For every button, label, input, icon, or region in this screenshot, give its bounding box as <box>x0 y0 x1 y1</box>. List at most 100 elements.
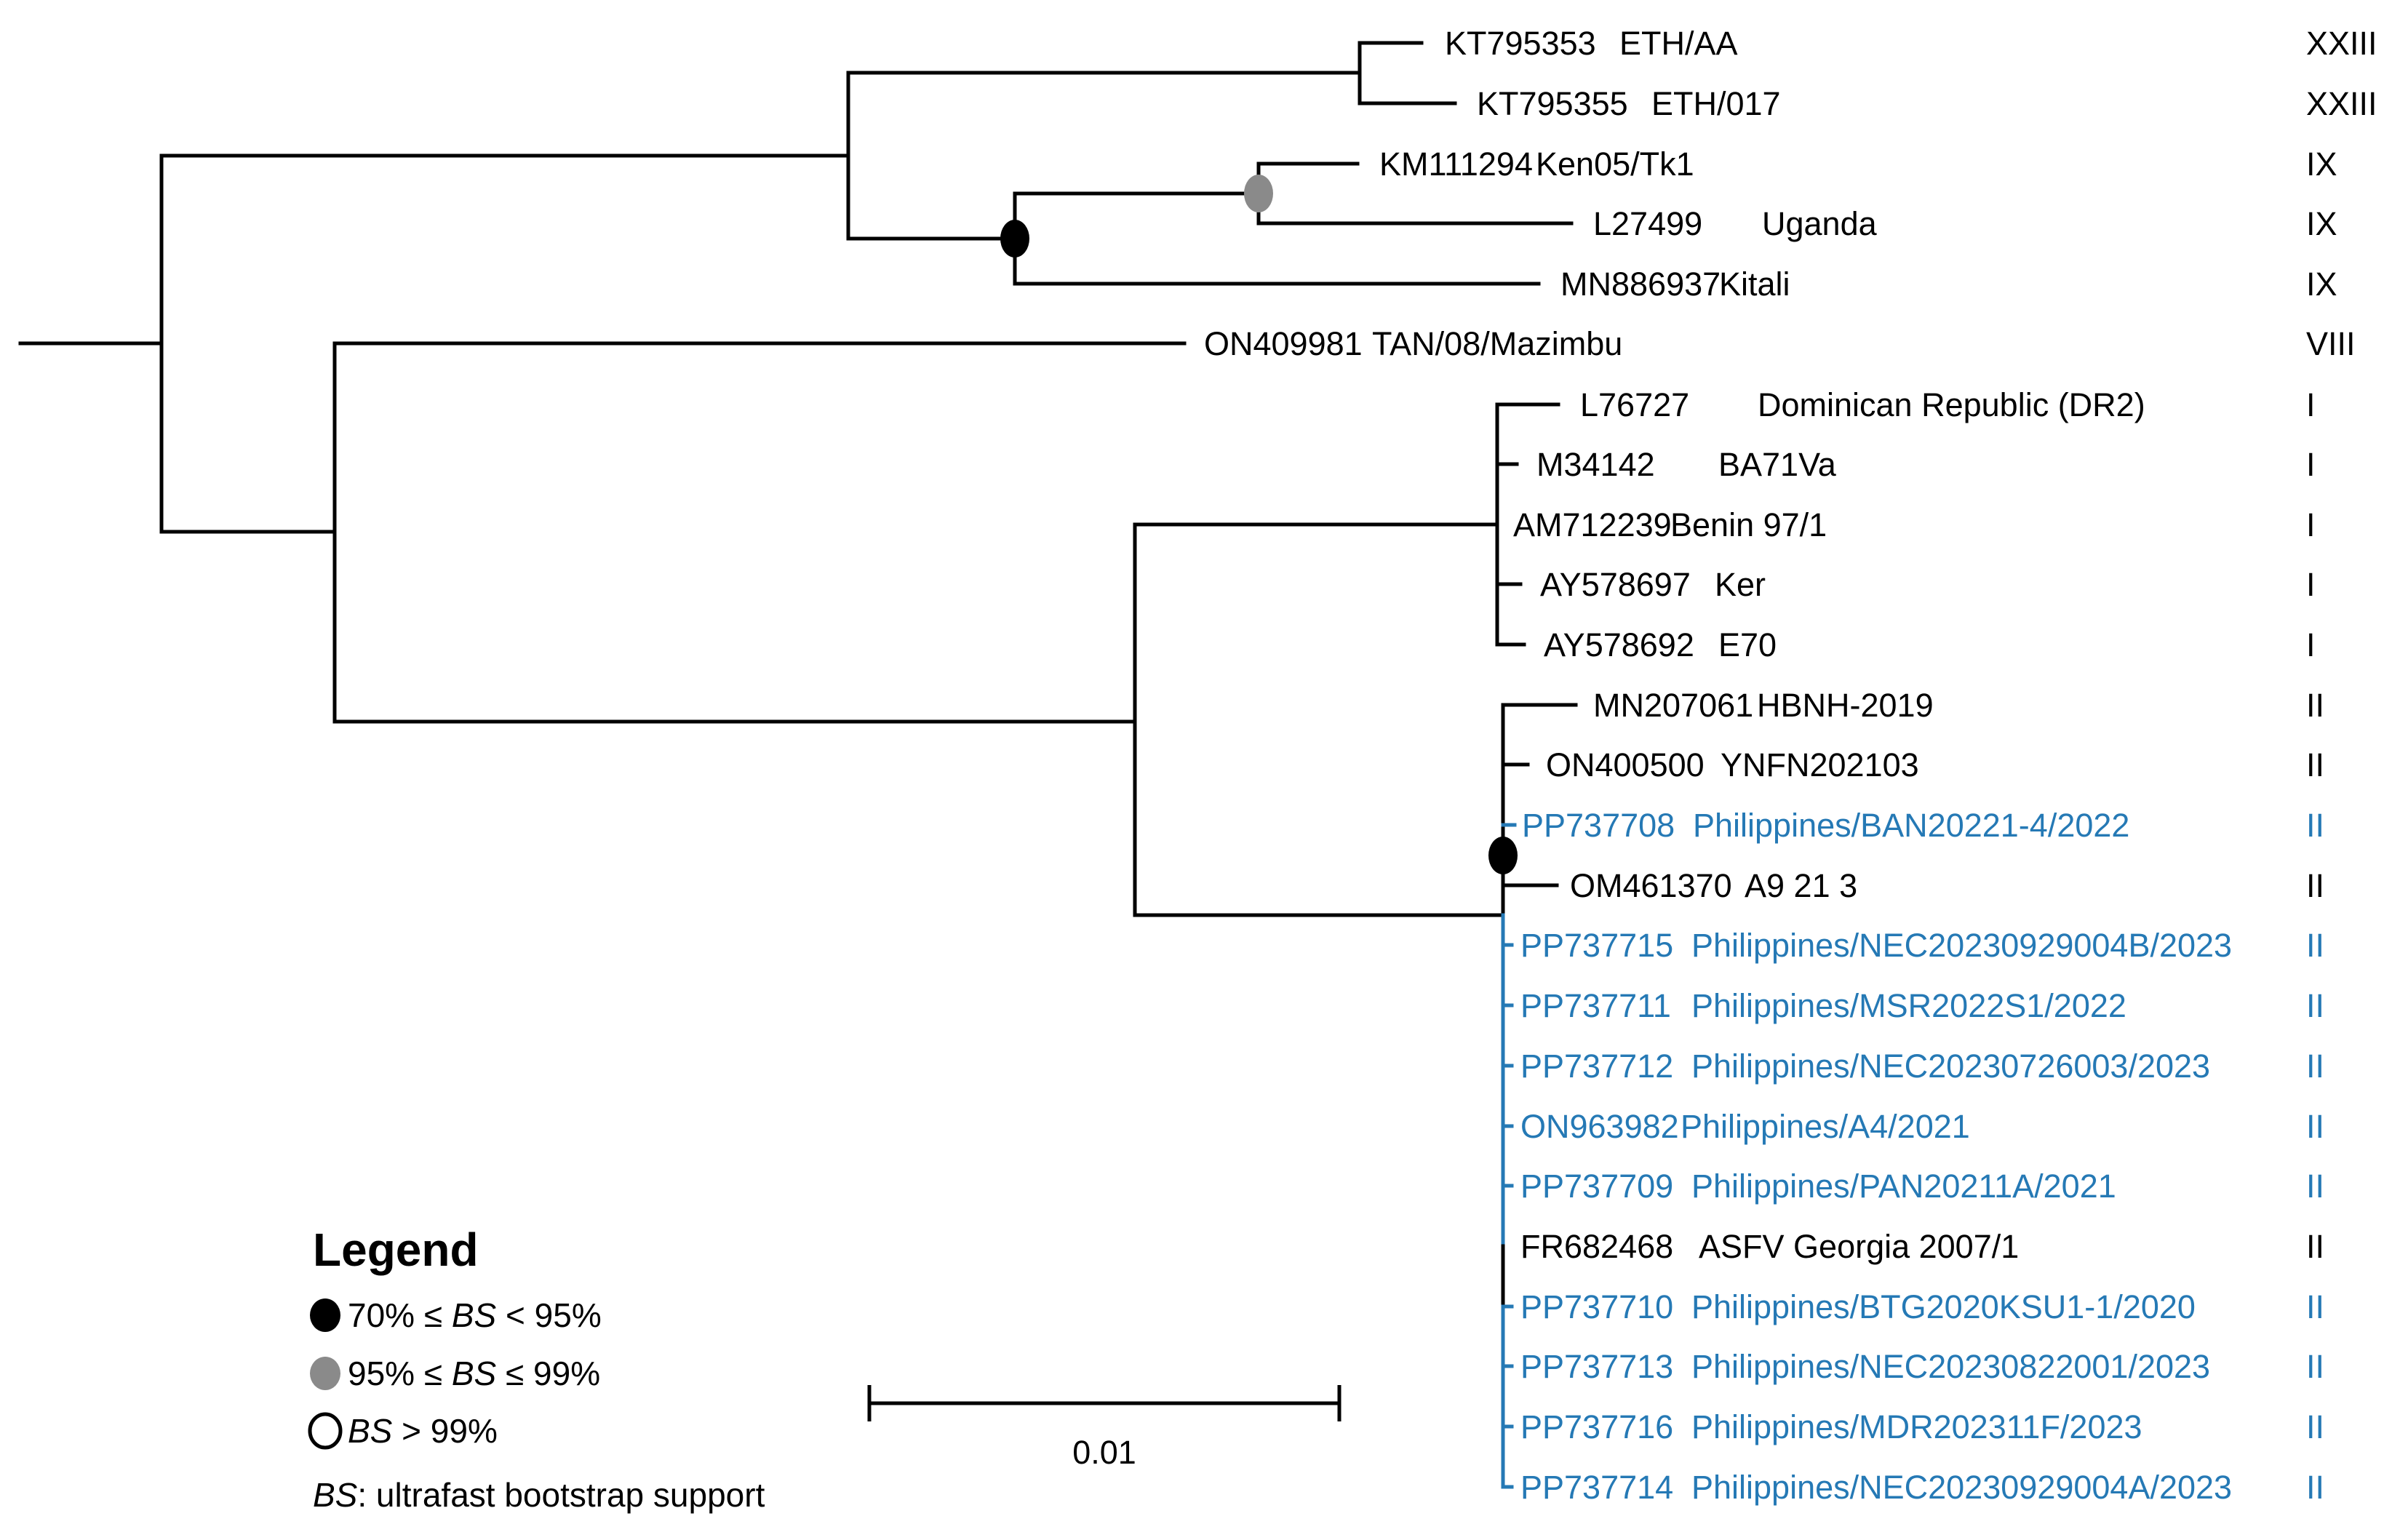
genotype-label: II <box>2306 1228 2324 1265</box>
taxon-accession: MN207061 <box>1593 687 1753 724</box>
taxon-accession: AY578697 <box>1540 566 1691 603</box>
genotype-label: II <box>2306 1408 2324 1445</box>
taxon-name: Kitali <box>1719 266 1790 303</box>
taxon-label: OM461370 A9 21 3 <box>1570 867 1857 904</box>
taxon-name: YNFN202103 <box>1721 746 1919 783</box>
taxon-accession: PP737711 <box>1520 987 1671 1024</box>
genotype-label: II <box>2306 1348 2324 1385</box>
taxon-label: ON963982Philippines/A4/2021 <box>1520 1108 1970 1145</box>
taxon-accession: PP737715 <box>1520 927 1673 964</box>
scale-bar-label: 0.01 <box>1072 1434 1136 1471</box>
taxon-label: PP737710 Philippines/BTG2020KSU1-1/2020 <box>1520 1288 2196 1325</box>
taxon-name: Ker <box>1715 566 1766 603</box>
taxon-name: A9 21 3 <box>1745 867 1857 904</box>
taxon-label: KT795355 ETH/017 <box>1477 85 1781 122</box>
legend: Legend 70% ≤ BS < 95% 95% ≤ BS ≤ 99% BS … <box>308 1224 765 1514</box>
taxon-name: Philippines/NEC20230822001/2023 <box>1691 1348 2210 1385</box>
taxon-label: PP737715 Philippines/NEC20230929004B/2023 <box>1520 927 2232 964</box>
taxon-accession: OM461370 <box>1570 867 1732 904</box>
taxon-accession: PP737714 <box>1520 1469 1673 1506</box>
genotype-label: II <box>2306 1288 2324 1325</box>
bootstrap-node-circle <box>1000 220 1029 258</box>
genotype-label: II <box>2306 1048 2324 1085</box>
taxon-name: BA71Va <box>1718 446 1837 483</box>
taxon-name: Philippines/BTG2020KSU1-1/2020 <box>1691 1288 2196 1325</box>
genotype-label: IX <box>2306 205 2337 242</box>
taxon-label: AY578692 E70 <box>1544 626 1777 663</box>
taxon-name: Ken05/Tk1 <box>1536 145 1694 183</box>
taxon-name: Dominican Republic (DR2) <box>1758 386 2145 423</box>
genotype-label: II <box>2306 1469 2324 1506</box>
taxon-accession: ON963982 <box>1520 1108 1679 1145</box>
genotype-label: XXIII <box>2306 85 2377 122</box>
taxon-name: Philippines/A4/2021 <box>1681 1108 1970 1145</box>
bootstrap-node-circle <box>1488 837 1518 874</box>
taxon-accession: PP737708 <box>1522 807 1675 844</box>
legend-note: BS: ultrafast bootstrap support <box>313 1476 765 1514</box>
genotype-label: IX <box>2306 266 2337 303</box>
filled-black-circle-icon <box>310 1298 340 1332</box>
taxon-name: Philippines/NEC20230929004B/2023 <box>1691 927 2232 964</box>
open-circle-icon <box>308 1412 343 1450</box>
taxon-accession: KT795355 <box>1477 85 1628 122</box>
genotype-label: II <box>2306 687 2324 724</box>
taxon-accession: AM712239 <box>1513 506 1672 543</box>
taxon-accession: ON409981 <box>1204 325 1363 362</box>
genotype-label: VIII <box>2306 325 2356 362</box>
taxon-label: M34142 BA71Va <box>1536 446 1837 483</box>
taxon-accession: MN886937 <box>1560 266 1721 303</box>
taxon-accession: AY578692 <box>1544 626 1694 663</box>
taxon-accession: KM111294 <box>1379 145 1533 183</box>
taxon-accession: FR682468 <box>1520 1228 1673 1265</box>
taxon-accession: KT795353 <box>1445 25 1596 62</box>
taxon-label: AM712239Benin 97/1 <box>1513 506 1827 543</box>
genotype-label: I <box>2306 386 2316 423</box>
taxon-name: Philippines/PAN20211A/2021 <box>1691 1168 2116 1205</box>
genotype-label: II <box>2306 807 2324 844</box>
taxon-name: Philippines/NEC20230929004A/2023 <box>1691 1469 2232 1506</box>
taxon-name: Philippines/BAN20221-4/2022 <box>1693 807 2129 844</box>
legend-item-2: 95% ≤ BS ≤ 99% <box>348 1355 600 1392</box>
taxon-accession: PP737709 <box>1520 1168 1673 1205</box>
taxon-name: ETH/017 <box>1651 85 1781 122</box>
legend-title: Legend <box>313 1224 479 1276</box>
taxon-name: Philippines/MDR202311F/2023 <box>1691 1408 2142 1445</box>
taxon-name: E70 <box>1718 626 1777 663</box>
bootstrap-node-markers <box>1000 175 1518 874</box>
taxon-accession: M34142 <box>1536 446 1655 483</box>
legend-item-1: 70% ≤ BS < 95% <box>348 1296 602 1334</box>
taxon-name: Philippines/NEC20230726003/2023 <box>1691 1048 2210 1085</box>
taxon-label: L76727 Dominican Republic (DR2) <box>1580 386 2145 423</box>
genotype-label: I <box>2306 446 2316 483</box>
legend-item-3: BS > 99% <box>348 1412 498 1450</box>
taxon-label: KM111294Ken05/Tk1 <box>1379 145 1694 183</box>
taxon-name: Benin 97/1 <box>1670 506 1827 543</box>
taxon-label: PP737714 Philippines/NEC20230929004A/2023 <box>1520 1469 2232 1506</box>
genotype-label: I <box>2306 566 2316 603</box>
genotype-label: II <box>2306 867 2324 904</box>
taxon-name: Uganda <box>1762 205 1878 242</box>
taxon-label: ON400500 YNFN202103 <box>1546 746 1919 783</box>
taxon-accession: PP737716 <box>1520 1408 1673 1445</box>
taxon-accession: PP737710 <box>1520 1288 1673 1325</box>
genotype-label: II <box>2306 1168 2324 1205</box>
genotype-label: I <box>2306 506 2316 543</box>
bootstrap-node-circle <box>1244 175 1273 212</box>
taxon-name: HBNH-2019 <box>1757 687 1934 724</box>
taxon-label: PP737716 Philippines/MDR202311F/2023 <box>1520 1408 2142 1445</box>
taxon-accession: ON400500 <box>1546 746 1705 783</box>
genotype-label: IX <box>2306 145 2337 183</box>
genotype-label: I <box>2306 626 2316 663</box>
taxon-accession: L76727 <box>1580 386 1689 423</box>
taxon-label: PP737708 Philippines/BAN20221-4/2022 <box>1522 807 2129 844</box>
